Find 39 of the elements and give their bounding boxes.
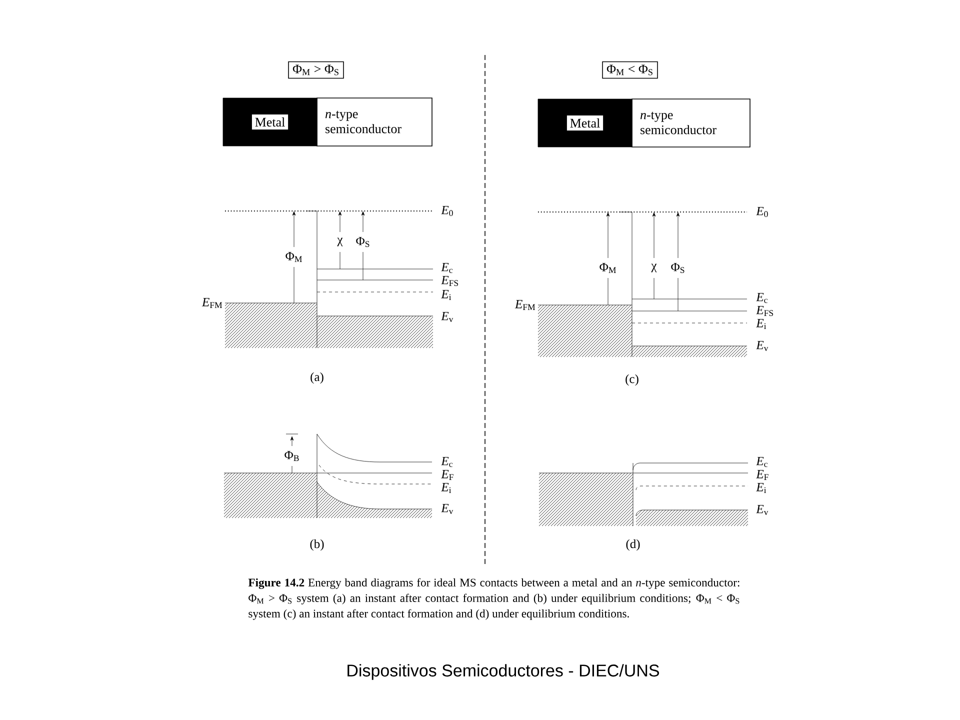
- metal-box: Metal: [538, 98, 632, 148]
- energy-label: E$_{0}$: [441, 206, 453, 216]
- metal-box: Metal: [222, 98, 318, 146]
- energy-label: E$_{v}$: [441, 312, 454, 322]
- panel-label: (b): [310, 539, 324, 551]
- energy-label: Φ$_{S}$: [356, 236, 370, 248]
- energy-label: E$_{v}$: [756, 340, 768, 352]
- energy-label: E$_{i}$: [441, 483, 452, 493]
- energy-label: Φ$_{M}$: [600, 263, 616, 273]
- condition-box: Φ$_{M}$ < Φ$_{S}$: [602, 61, 658, 79]
- energy-label: Φ$_{M}$: [286, 252, 302, 262]
- energy-label: E$_{c}$: [441, 456, 452, 468]
- energy-label: E$_{i}$: [441, 290, 452, 300]
- energy-label: E$_{v}$: [756, 504, 768, 516]
- energy-label: E$_{FM}$: [514, 300, 536, 310]
- energy-label: E$_{i}$: [756, 483, 766, 493]
- energy-label: E$_{c}$: [756, 292, 768, 304]
- energy-label: E$_{c}$: [441, 262, 452, 274]
- panel-label: (c): [626, 374, 638, 386]
- energy-label: E$_{FS}$: [441, 276, 458, 286]
- condition-box: Φ$_{M}$ > Φ$_{S}$: [288, 61, 344, 79]
- semiconductor-box: n-type semiconductor: [632, 98, 750, 148]
- panel-label: (d): [626, 539, 640, 551]
- energy-label: E$_{v}$: [441, 504, 454, 514]
- semiconductor-box: n-type semiconductor: [316, 98, 432, 146]
- footer-text: Dispositivos Semicoductores - DIEC/UNS: [348, 664, 659, 680]
- energy-label: E$_{FS}$: [756, 306, 774, 316]
- energy-label: E$_{c}$: [756, 456, 768, 468]
- caption: Figure 14.2 Energy band diagrams for ideal MS contacts between a metal and an n-type semiconductor: Φ$_{M}$ > Φ$_{S}$ system (a) an instant after contact formation and (b) under equilibrium conditions; Φ$_{M}$ < Φ$_{S}$ system (c) an instant after contact formation and (d) under equilibrium conditions.: [248, 578, 740, 620]
- energy-label: χ: [651, 264, 657, 272]
- energy-label: χ: [337, 238, 343, 246]
- energy-label: Φ$_{S}$: [671, 262, 684, 274]
- energy-label: E$_{0}$: [756, 206, 768, 218]
- energy-label: Φ$_{B}$: [284, 451, 299, 462]
- panel-label: (a): [310, 372, 324, 384]
- energy-label: E$_{FM}$: [202, 298, 222, 308]
- energy-label: E$_{i}$: [756, 319, 766, 329]
- energy-label: E$_{F}$: [756, 470, 768, 480]
- energy-label: E$_{F}$: [441, 470, 454, 480]
